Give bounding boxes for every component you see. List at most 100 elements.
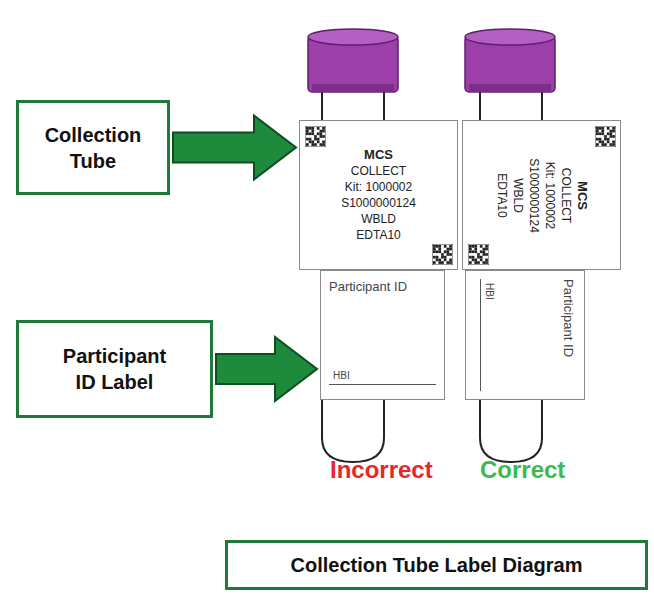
label-text: Kit: 1000002 <box>345 179 412 195</box>
barcode-cell <box>317 141 320 144</box>
barcode-cell <box>322 130 325 133</box>
label-text-stack: MCSCOLLECTKit: 1000002S1000000124WBLDEDT… <box>300 121 457 269</box>
label-text: S1000000124 <box>341 195 416 211</box>
barcode-cell <box>311 132 314 135</box>
barcode-cell <box>436 245 439 248</box>
field-label: Participant ID <box>560 279 576 391</box>
barcode-cell <box>612 130 615 133</box>
barcode-cell <box>444 245 447 248</box>
barcode-cell <box>438 248 441 251</box>
barcode-cell <box>436 259 439 262</box>
barcode-cell <box>309 141 312 144</box>
barcode-cell <box>610 135 613 138</box>
barcode-cell <box>320 132 323 135</box>
callout-box: Collection Tube <box>16 100 170 195</box>
barcode-cell <box>433 248 436 251</box>
label-text: WBLD <box>510 178 526 213</box>
barcode-cell <box>447 248 450 251</box>
barcode-cell <box>599 132 602 135</box>
barcode-cell <box>474 248 477 251</box>
callout-text: Participant ID Label <box>51 343 179 395</box>
barcode-cell <box>317 132 320 135</box>
barcode-cell <box>607 141 610 144</box>
barcode-cell <box>306 130 309 133</box>
barcode-cell <box>317 138 320 141</box>
block-arrow <box>173 116 296 180</box>
barcode-cell <box>483 261 486 264</box>
barcode-cell <box>599 127 602 130</box>
barcode-ground <box>305 126 326 147</box>
barcode-cell <box>612 141 615 144</box>
barcode-2d <box>595 126 616 147</box>
barcode-cell <box>306 132 309 135</box>
barcode-cell <box>320 143 323 146</box>
barcode-cell <box>612 143 615 146</box>
barcode-cell <box>472 245 475 248</box>
status-label: Correct <box>480 456 565 484</box>
barcode-cell <box>604 135 607 138</box>
barcode-cell <box>444 250 447 253</box>
barcode-2d <box>305 126 326 147</box>
barcode-cell <box>477 256 480 259</box>
barcode-cell <box>469 256 472 259</box>
barcode-cell <box>607 132 610 135</box>
barcode-cell <box>433 245 436 248</box>
barcode-cell <box>444 259 447 262</box>
barcode-cell <box>447 250 450 253</box>
label-text: WBLD <box>361 211 396 227</box>
barcode-cell <box>433 261 436 264</box>
label-text: COLLECT <box>351 163 406 179</box>
barcode-cell <box>596 143 599 146</box>
label-text: MCS <box>574 181 590 210</box>
barcode-cell <box>433 256 436 259</box>
barcode-cell <box>311 130 314 133</box>
barcode-cell <box>322 135 325 138</box>
field-text: HBI <box>483 283 495 391</box>
barcode-cell <box>485 259 488 262</box>
barcode-cell <box>477 253 480 256</box>
barcode-cell <box>441 256 444 259</box>
barcode-cell <box>314 138 317 141</box>
barcode-cell <box>320 135 323 138</box>
tube-label: MCSCOLLECTKit: 1000002S1000000124WBLDEDT… <box>462 120 621 270</box>
barcode-cell <box>433 250 436 253</box>
field-label: Participant ID <box>329 279 436 295</box>
barcode-cell <box>485 261 488 264</box>
barcode-cell <box>436 256 439 259</box>
barcode-cell <box>607 127 610 130</box>
barcode-cell <box>317 127 320 130</box>
barcode-cell <box>438 250 441 253</box>
label-text: MCS <box>364 147 393 163</box>
barcode-cell <box>601 127 604 130</box>
barcode-cell <box>322 143 325 146</box>
barcode-cell <box>447 253 450 256</box>
field-text: HBI <box>333 370 436 382</box>
barcode-cell <box>601 143 604 146</box>
barcode-cell <box>483 248 486 251</box>
barcode-cell <box>612 127 615 130</box>
barcode-2d <box>432 244 453 265</box>
barcode-cell <box>474 261 477 264</box>
barcode-cell <box>601 132 604 135</box>
barcode-cell <box>311 127 314 130</box>
barcode-cell <box>444 256 447 259</box>
barcode-cell <box>474 259 477 262</box>
label-text-stack: MCSCOLLECTKit: 1000002S1000000124WBLDEDT… <box>463 121 620 269</box>
barcode-cell <box>483 253 486 256</box>
label-text: EDTA10 <box>494 173 510 217</box>
barcode-cell <box>306 143 309 146</box>
barcode-cell <box>480 245 483 248</box>
barcode-cell <box>438 259 441 262</box>
caption-text: Collection Tube Label Diagram <box>291 554 583 577</box>
barcode-cell <box>604 143 607 146</box>
callout-text: Collection Tube <box>32 122 154 174</box>
participant-layout: Participant ID HBI <box>466 271 584 399</box>
barcode-cell <box>320 130 323 133</box>
barcode-cell <box>306 127 309 130</box>
barcode-cell <box>480 256 483 259</box>
block-arrow <box>216 337 317 401</box>
status-label: Incorrect <box>330 456 433 484</box>
barcode-cell <box>469 248 472 251</box>
barcode-cell <box>596 132 599 135</box>
